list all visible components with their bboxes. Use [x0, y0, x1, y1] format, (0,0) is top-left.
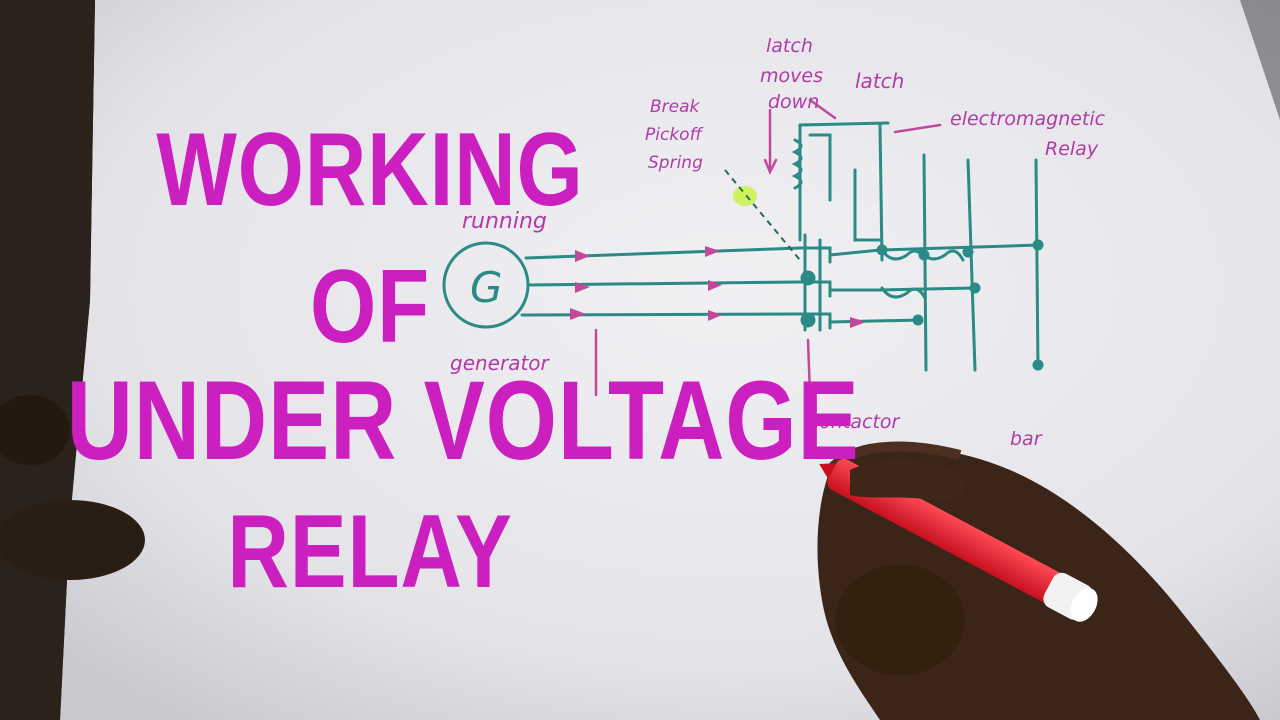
circuit-diagram [442, 121, 1044, 372]
svg-text:Spring: Spring [648, 153, 703, 173]
title-line-2: OF [309, 249, 431, 365]
svg-text:down: down [768, 91, 819, 113]
title-line-1: WORKING [156, 112, 584, 228]
svg-text:Relay: Relay [1045, 138, 1099, 160]
title-line-4: RELAY [227, 494, 513, 610]
label-generator: generator [450, 351, 551, 375]
left-finger [0, 395, 145, 580]
svg-text:Pickoff: Pickoff [645, 125, 704, 145]
current-arrows [570, 246, 866, 328]
label-running: running [462, 209, 547, 234]
annotation-lines [594, 98, 942, 397]
handwritten-labels: latch moves down latch Break Pickoff Spr… [450, 35, 1106, 450]
svg-text:G: G [470, 263, 503, 312]
title-line-3: UNDER VOLTAGE [66, 358, 860, 483]
label-latch-moves-down: latch [766, 35, 813, 57]
hand-with-marker [817, 441, 1260, 720]
label-latch: latch [855, 69, 904, 93]
break-pickoff-spring [724, 169, 801, 261]
label-bar: bar [1010, 428, 1043, 450]
label-electromagnetic-relay: electromagnetic [950, 108, 1106, 130]
label-contactor: Contactor [806, 411, 901, 433]
generator-symbol: G [470, 263, 503, 312]
label-break-pickoff-spring: Break [650, 97, 701, 117]
svg-text:moves: moves [760, 65, 823, 87]
